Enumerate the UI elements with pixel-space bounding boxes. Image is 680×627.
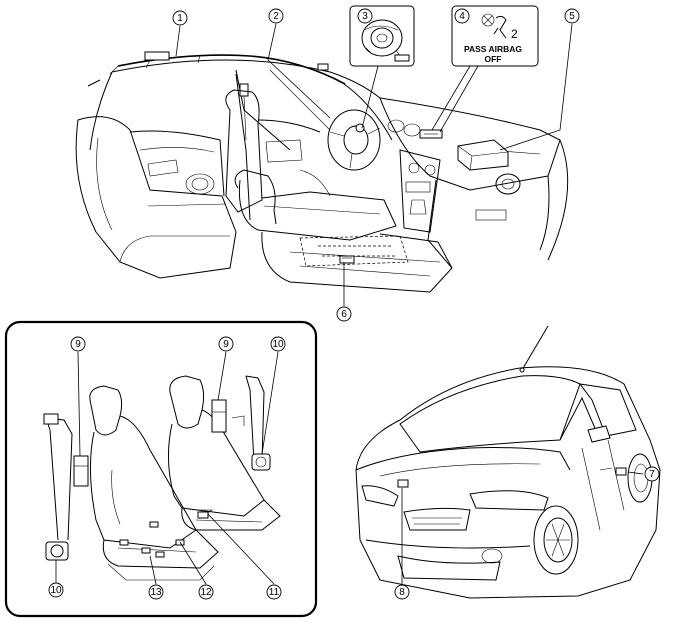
callout-number: 9 [75,339,81,350]
pass-airbag-off-indicator-inset: 2 PASS AIRBAG OFF [431,5,539,133]
callout-circle [172,10,188,26]
callout-number: 11 [269,587,280,598]
callout-9: 9 [70,336,86,352]
callout-circle [394,584,410,600]
callout-circle [70,336,86,352]
callout-number: 6 [341,309,347,320]
callout-circle [357,8,373,24]
seat-inset-frame [4,320,318,618]
indicator-text-line1: PASS AIRBAG [464,44,522,54]
callout-circle [454,8,470,24]
callout-circle [218,336,234,352]
callout-circle [148,584,164,600]
seat-belt-and-seat-inset [4,320,318,618]
callout-number: 1 [177,13,183,24]
callout-13: 13 [148,584,164,600]
indicator-text-line2: OFF [485,54,502,64]
callout-number: 3 [362,11,368,22]
callout-circle [198,584,214,600]
callout-12: 12 [198,584,214,600]
callout-1: 1 [172,10,188,26]
callout-9: 9 [218,336,234,352]
callout-number: 5 [569,11,575,22]
callout-number: 7 [649,469,655,480]
clock-spring-inset [349,5,415,129]
callout-circle [268,8,284,24]
callout-circle [266,584,282,600]
callout-circle [48,582,64,598]
callout-number: 9 [223,339,229,350]
callout-7: 7 [644,466,660,482]
callout-10: 10 [270,336,286,352]
callout-10: 10 [48,582,64,598]
callout-circle [564,8,580,24]
callout-number: 12 [200,587,212,598]
callout-circle [336,306,352,322]
svg-text:2: 2 [511,27,518,41]
callout-8: 8 [394,584,410,600]
callout-5: 5 [564,8,580,24]
callout-number: 8 [399,587,405,598]
callout-number: 13 [150,587,162,598]
callout-leaders [55,23,644,585]
car-exterior-illustration [355,325,661,599]
callout-number: 10 [272,339,284,350]
callout-number: 4 [459,11,465,22]
callout-number: 10 [50,585,62,596]
callout-3: 3 [357,8,373,24]
cabin-interior-illustration [75,51,569,293]
callout-4: 4 [454,8,470,24]
callout-number: 2 [273,11,279,22]
callout-circle [644,466,660,482]
callout-6: 6 [336,306,352,322]
callout-2: 2 [268,8,284,24]
callout-circle [270,336,286,352]
callout-11: 11 [266,584,282,600]
